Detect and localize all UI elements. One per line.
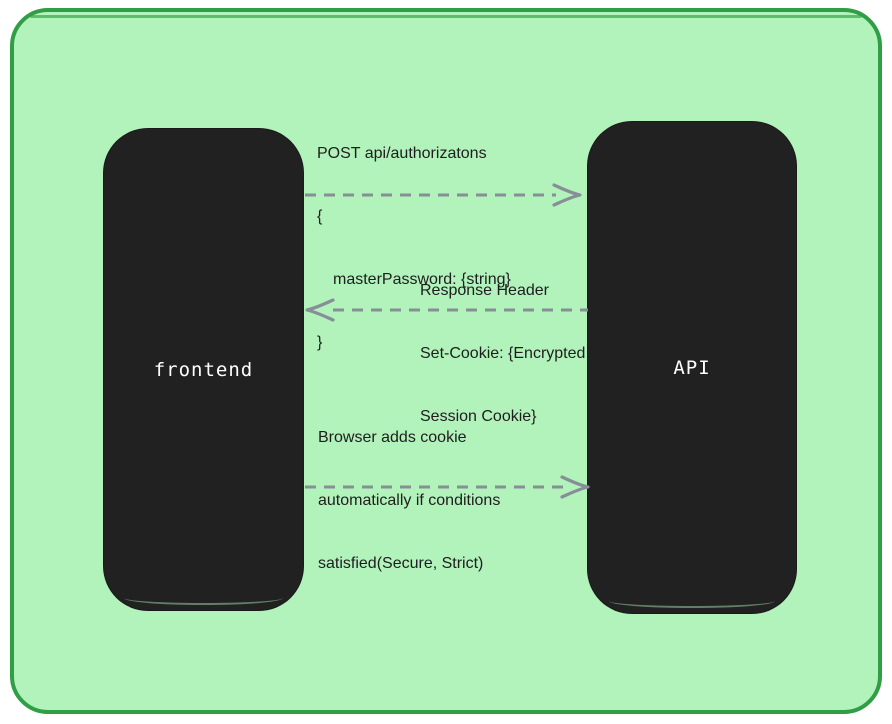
actor-api-label: API: [673, 356, 711, 379]
message-line: automatically if conditions: [318, 492, 501, 509]
actor-frontend-label: frontend: [153, 358, 254, 381]
actor-api-box: API: [588, 122, 796, 613]
message-line: POST api/authorizatons: [317, 145, 487, 162]
diagram-frame: frontend API POST api/authorizatons { ma…: [10, 8, 882, 714]
actor-frontend-box: frontend: [104, 129, 303, 610]
message-line: Set-Cookie: {Encrypted: [420, 345, 586, 362]
message-line: Session Cookie}: [420, 408, 537, 425]
dashed-arrow-right-icon: [305, 475, 590, 499]
dashed-arrow-right-icon: [305, 183, 582, 207]
message-line: Browser adds cookie: [318, 429, 467, 446]
message-line: satisfied(Secure, Strict): [318, 555, 484, 572]
message-line: masterPassword: {string}: [333, 271, 511, 288]
message-response-header: Response Header Set-Cookie: {Encrypted S…: [420, 238, 585, 469]
message-line: }: [317, 334, 323, 351]
message-browser-cookie: Browser adds cookie automatically if con…: [318, 385, 500, 616]
dashed-arrow-left-icon: [305, 298, 588, 322]
message-line: {: [317, 208, 323, 225]
message-line: Response Header: [420, 282, 549, 299]
message-post-authorizations: POST api/authorizatons { masterPassword:…: [317, 101, 511, 395]
